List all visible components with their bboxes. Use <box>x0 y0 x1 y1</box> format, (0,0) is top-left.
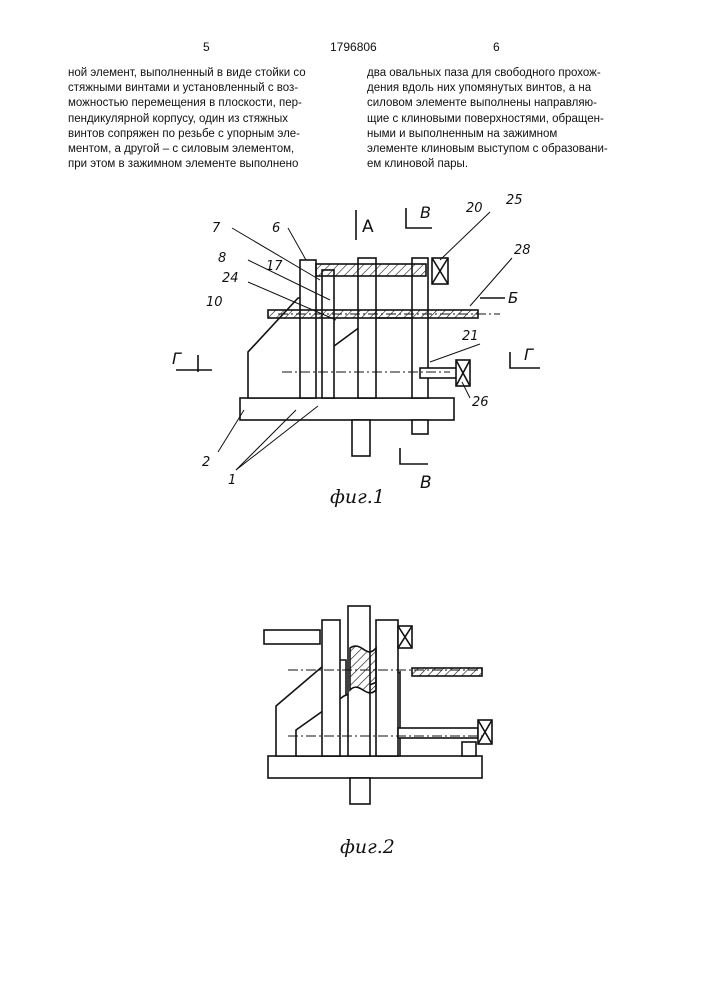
top-screw <box>316 264 426 276</box>
label-G-left: Г <box>172 349 182 368</box>
figure-1-drawing <box>176 208 540 470</box>
label-8: 8 <box>218 251 226 266</box>
label-10: 10 <box>206 295 223 310</box>
pin <box>412 668 482 676</box>
label-6: 6 <box>272 221 280 236</box>
screw-21 <box>420 368 458 378</box>
label-B-top: В <box>420 203 431 222</box>
figure-2-drawing <box>264 606 492 804</box>
label-21: 21 <box>462 329 479 344</box>
label-25: 25 <box>506 193 523 208</box>
post-stub <box>412 420 428 434</box>
label-G-right: Г <box>524 345 534 364</box>
middle-post <box>358 258 376 398</box>
label-28: 28 <box>514 243 531 258</box>
base-plate <box>268 756 482 778</box>
shaft-lower <box>350 778 370 804</box>
label-7: 7 <box>212 221 221 236</box>
lower-screw <box>398 728 478 738</box>
spring <box>350 646 376 693</box>
shaft-lower <box>352 420 370 456</box>
label-17: 17 <box>266 259 283 274</box>
label-2: 2 <box>202 455 210 470</box>
label-B-bottom: В <box>420 473 432 493</box>
post-8 <box>322 270 334 398</box>
label-A: A <box>362 217 374 237</box>
post-6 <box>300 260 316 398</box>
figure-2-caption: фиг.2 <box>340 836 395 858</box>
left-screw <box>264 630 320 644</box>
base-plate <box>240 398 454 420</box>
stub <box>462 742 476 756</box>
label-1: 1 <box>228 473 236 488</box>
label-26: 26 <box>472 395 489 410</box>
label-24: 24 <box>222 271 239 286</box>
figure-1-caption: фиг.1 <box>330 486 385 508</box>
label-20: 20 <box>466 201 483 216</box>
label-Be: Б <box>508 289 518 307</box>
